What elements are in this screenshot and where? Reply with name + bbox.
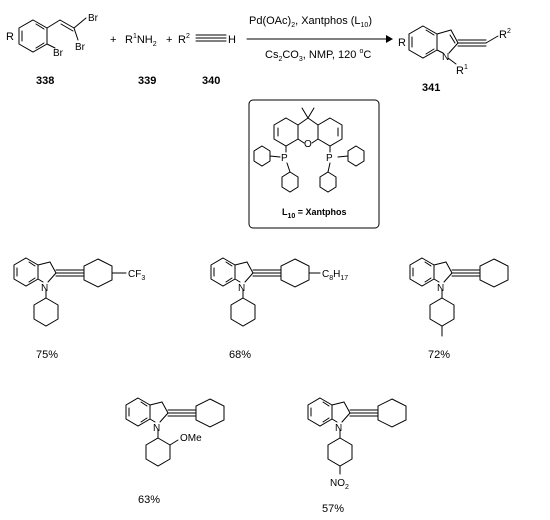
plus-sign-1: + [110, 34, 116, 46]
product-341-r2: R2 [499, 28, 511, 41]
xantphos-ligand-box [248, 99, 380, 229]
reactant-339-nh: NH [137, 34, 153, 46]
product-341-r: R [398, 37, 406, 49]
example-1-yield: 75% [36, 349, 58, 361]
reactant-339-sup: 1 [133, 33, 137, 40]
reaction-arrow [246, 35, 393, 43]
plus-sign-2: + [166, 34, 172, 46]
example-3-yield: 72% [428, 349, 450, 361]
example-3-structure [409, 257, 509, 337]
reactant-340-sup: 2 [186, 33, 190, 40]
reactant-340-alkyne [195, 34, 227, 42]
reactant-338-br-ring: Br [53, 48, 64, 59]
reactant-339-r: R [125, 34, 133, 46]
example-4-yield: 63% [138, 494, 160, 506]
reactant-338-number: 338 [36, 75, 54, 87]
example-1-substituent: CF3 [128, 269, 145, 282]
example-3-n-atom: N [437, 283, 444, 294]
example-2-n-atom: N [238, 283, 245, 294]
reactant-340-r-letter: R [178, 34, 186, 46]
conditions-top: Pd(OAc)2, Xantphos (L10) [249, 15, 372, 29]
example-4-substituent: OMe [180, 433, 202, 444]
reactant-340-r: R2 [178, 33, 190, 46]
example-2-substituent: C8H17 [322, 269, 348, 282]
product-341-n: N [442, 52, 449, 63]
example-5-yield: 57% [322, 503, 344, 515]
reactant-339-sub: 2 [153, 41, 157, 48]
xantphos-caption: L10 = Xantphos [282, 207, 347, 220]
reactant-338-structure [18, 17, 87, 53]
example-2-yield: 68% [229, 349, 251, 361]
reactant-338-r-group: R [6, 31, 14, 43]
conditions-bottom: Cs2CO3, NMP, 120 oC [265, 48, 371, 63]
xantphos-p-atom-1: P [281, 153, 288, 164]
reactant-338-br-vinyl-top: Br [88, 13, 99, 24]
example-5-structure [307, 397, 407, 475]
reactant-339-number: 339 [138, 75, 156, 87]
example-2-structure [210, 257, 321, 327]
xantphos-p-atom-2: P [326, 153, 333, 164]
example-4-n-atom: N [153, 423, 160, 434]
product-341-r1: R1 [456, 64, 468, 77]
reactant-338-br-vinyl: Br [75, 42, 86, 53]
example-1-structure [13, 257, 127, 327]
reactant-340-h: H [228, 34, 236, 46]
product-341-structure [408, 25, 499, 65]
reactant-339-formula: R1NH2 [125, 33, 157, 48]
xantphos-o-atom: O [304, 139, 312, 150]
reactant-340-number: 340 [202, 75, 220, 87]
example-5-n-atom: N [335, 423, 342, 434]
example-5-substituent: NO2 [330, 478, 349, 491]
product-341-number: 341 [422, 82, 440, 94]
example-4-structure [125, 397, 225, 467]
example-1-n-atom: N [41, 283, 48, 294]
